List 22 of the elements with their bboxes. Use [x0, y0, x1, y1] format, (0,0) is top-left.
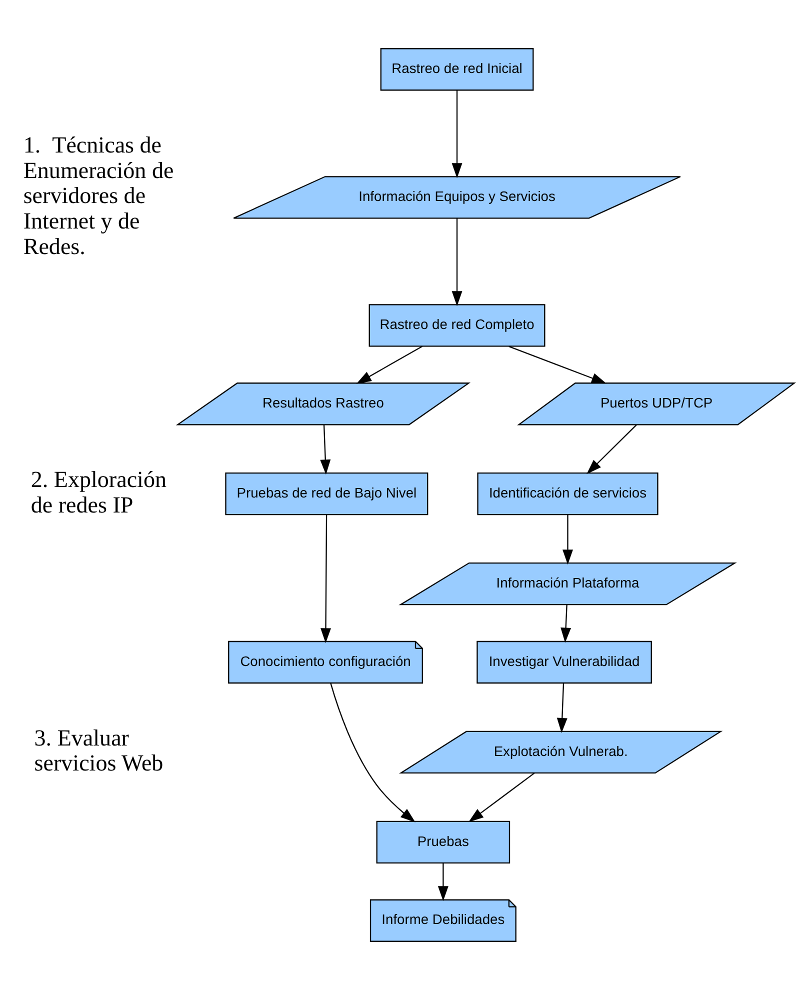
arrow: [560, 604, 572, 643]
node-box: Investigar Vulnerabilidad: [476, 640, 652, 684]
arrow: [320, 514, 331, 644]
node-box: Rastreo de red Completo: [368, 304, 546, 347]
arrow: [562, 514, 573, 565]
arrow: [508, 346, 607, 384]
node-box: Pruebas: [376, 820, 510, 864]
arrow: [356, 346, 422, 384]
arrow: [438, 863, 448, 902]
arrow: [330, 683, 416, 822]
label: 3. Evaluar servicios Web: [34, 724, 164, 776]
label: 2. Exploración de redes IP: [30, 466, 167, 518]
arrow: [586, 424, 637, 474]
arrow: [556, 683, 568, 733]
node-box: Identificación de servicios: [477, 472, 658, 516]
node-box: Pruebas de red de Bajo Nivel: [225, 472, 428, 516]
arrow: [320, 424, 331, 475]
arrow: [468, 772, 535, 822]
node-box: Rastreo de red Inicial: [380, 48, 534, 91]
arrow: [452, 218, 462, 306]
arrow: [452, 90, 462, 178]
label: 1. Técnicas de Enumeración de servidores de Internet y de Redes.: [23, 131, 174, 259]
